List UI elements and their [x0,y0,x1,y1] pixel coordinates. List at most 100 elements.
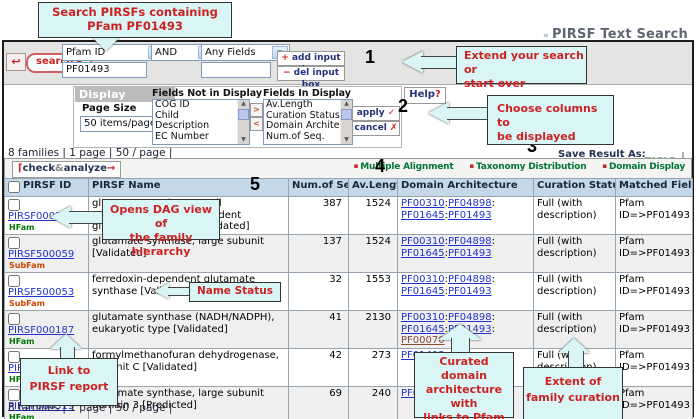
undo-icon[interactable]: ↩ [6,53,26,71]
callout-pirsf-report: Link to PIRSF report [20,358,118,406]
num-seq-cell: 42 [288,348,349,387]
check-icon: ✓ [387,108,396,118]
callout-line: family curation [526,391,620,404]
scroll-down-icon[interactable]: ▼ [344,136,349,143]
pfam-link[interactable]: PF04898 [447,198,492,209]
help-button[interactable]: Help? [404,87,446,104]
results-summary-top[interactable]: 8 families | 1 page | 50 / page | [8,147,173,159]
check-analyze-button[interactable]: ⌈check&analyze→ [12,161,122,178]
row-checkbox[interactable] [8,389,20,401]
pfam-link[interactable]: PF00310 [401,198,445,209]
pirsf-id-link[interactable]: PIRSF000186 [8,211,75,222]
multiple-alignment-link[interactable]: ▪Multiple Alignment [353,162,454,172]
apply-button[interactable]: apply ✓ [352,106,400,121]
pfam-link[interactable]: PF01645 [401,285,445,297]
fields-not-in-display-label: Fields Not in Display [152,88,263,99]
pfam-link[interactable]: PF04898 [447,236,492,247]
callout-arrow-shaft [421,56,456,69]
pfam-link[interactable]: PF00310 [401,274,445,285]
callout-dag-view: Opens DAG view of the family hierarchy [102,199,220,258]
field-option[interactable]: Domain Architecture [266,120,352,131]
annotation-number-1: 1 [365,47,376,67]
num-seq-cell: 69 [288,386,349,419]
callout-arrow [92,37,120,51]
field-option[interactable]: EC Number [155,130,209,142]
field-option[interactable]: Num.of Seq. [266,130,325,142]
header-pirsf-id: PIRSF ID [23,180,72,191]
callout-line: Curated domain [439,355,489,382]
field-option[interactable]: Description [155,120,210,131]
callout-arrow [438,324,482,340]
ampersand: & [55,163,64,174]
select-all-checkbox[interactable] [8,181,20,193]
cancel-button[interactable]: cancel ✗ [352,121,400,136]
del-input-box-label: del input box [293,68,340,90]
field-option[interactable]: COG ID [155,99,190,110]
matched-fields-cell: Pfam ID=>PF01493 [615,386,693,419]
bullet-icon: ▪ [469,162,475,170]
num-seq-cell: 137 [288,234,349,273]
bracket-icon: ⌈ [18,163,23,174]
field-option[interactable]: Av.Length [266,99,313,110]
field2-input[interactable] [201,62,271,78]
search-play-icon: ▸ [77,56,82,67]
num-seq-cell: 41 [288,310,349,349]
scroll-up-icon[interactable]: ▲ [344,100,349,107]
pfam-link[interactable]: PF01493 [447,247,492,259]
pfam-link[interactable]: PF04898 [447,312,492,323]
minus-icon: − [282,68,291,78]
field-option[interactable]: Curation Status [266,109,340,121]
pfam-link[interactable]: PF01493 [447,209,492,221]
pirsf-name-cell: glutamate synthase (NADH/NADPH), eukaryo… [88,310,289,349]
scrollbar[interactable]: ▲ ▼ [237,100,249,144]
av-length-cell: 2130 [348,310,398,349]
pirsf-id-link[interactable]: PIRSF500053 [8,287,75,298]
scroll-down-icon[interactable]: ▼ [241,136,246,143]
matched-fields-cell: Pfam ID=>PF01493 [615,234,693,273]
pfam-link[interactable]: PF00310 [401,312,445,323]
add-input-box-button[interactable]: + add input box [277,51,345,75]
pfam-link[interactable]: PF01645 [401,323,445,335]
move-left-button[interactable]: < [250,117,263,131]
row-checkbox[interactable] [8,237,20,249]
callout-line: Opens DAG view of [110,203,212,230]
domain-display-link[interactable]: ▪Domain Display [602,162,685,172]
row-checkbox[interactable] [8,199,20,211]
callout-arrow [558,338,590,353]
scroll-thumb[interactable] [341,109,352,120]
del-input-box-button[interactable]: − del input box [277,66,345,90]
save-result-label: Save Result As: [558,149,646,160]
matched-fields-cell: Pfam ID=>PF01493 [615,348,693,387]
row-checkbox[interactable] [8,313,20,325]
field1-input[interactable]: PF01493 [62,62,147,78]
field1-select-value: Pfam ID [66,47,106,58]
operator-select-value: AND [155,47,178,58]
scrollbar[interactable]: ▲ ▼ [340,100,352,144]
domain-architecture-cell: PF00310:​PF04898:​PF01645:​PF01493 [397,234,534,273]
callout-line: PFam PF01493 [87,19,183,33]
scroll-up-icon[interactable]: ▲ [241,100,246,107]
analyze-label: analyze [63,163,107,174]
pfam-link[interactable]: PF04898 [447,274,492,285]
taxonomy-distribution-link[interactable]: ▪Taxonomy Distribution [469,162,587,172]
plus-icon: + [281,53,289,63]
move-right-button[interactable]: > [250,103,263,117]
scroll-thumb[interactable] [238,109,249,120]
row-checkbox[interactable] [8,275,20,287]
field-option[interactable]: Child [155,109,179,121]
cross-icon: ✗ [389,123,398,133]
apply-label: apply [356,108,385,118]
row-checkbox[interactable] [8,351,20,363]
pirsf-id-link[interactable]: PIRSF000187 [8,325,75,336]
pfam-link[interactable]: PF01645 [401,247,445,259]
pfam-link[interactable]: PF00070 [401,335,445,346]
pfam-link[interactable]: PF00310 [401,236,445,247]
pirsf-id-link[interactable]: PIRSF006519 [8,401,75,412]
callout-arrow-shaft [168,287,190,296]
pfam-link[interactable]: PF01493 [447,285,492,297]
callout-line: Link to [47,364,91,377]
pirsf-id-link[interactable]: PIRSF500059 [8,249,75,260]
pfam-link[interactable]: PF01645 [401,209,445,221]
